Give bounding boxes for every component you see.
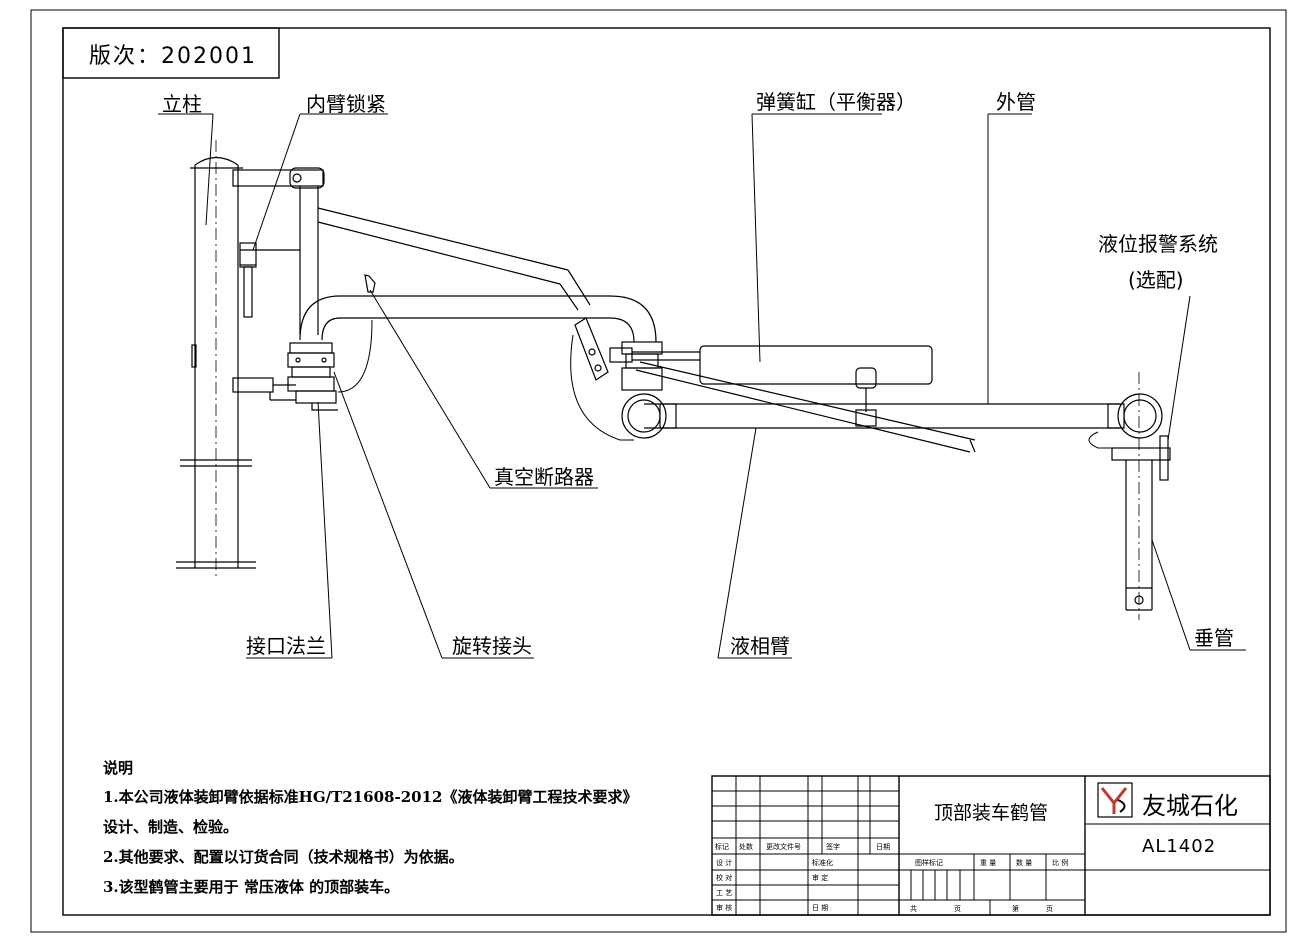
tb-total: 共	[910, 905, 917, 913]
notes-line-4: 3.该型鹤管主要用于 常压液体 的顶部装车。	[103, 878, 400, 896]
label-flange: 接口法兰	[246, 634, 326, 658]
tb-sheet: 第	[1012, 905, 1019, 913]
label-vacuum-breaker: 真空断路器	[494, 465, 594, 489]
tb-standardize: 标准化	[812, 859, 833, 867]
tb-process: 工 艺	[716, 889, 733, 897]
spring-cylinder-drawing	[609, 345, 976, 453]
label-swivel-joint: 旋转接头	[452, 634, 532, 658]
notes-title: 说明	[103, 759, 134, 777]
company-name: 友城石化	[1142, 792, 1238, 820]
tb-weight: 重 量	[980, 859, 997, 867]
label-drop-pipe: 垂管	[1194, 626, 1234, 650]
tb-change-doc: 更改文件号	[766, 843, 801, 851]
drop-pipe-drawing	[1111, 372, 1171, 620]
label-outer-pipe: 外管	[996, 90, 1036, 114]
tb-check: 校 对	[716, 874, 733, 882]
tb-page: 页	[954, 905, 961, 913]
tb-design: 设 计	[716, 859, 733, 867]
upper-strut	[317, 207, 591, 311]
company-logo	[1097, 782, 1133, 818]
outer-border	[30, 9, 1287, 933]
tb-stage-mark: 图样标记	[915, 859, 943, 867]
label-level-alarm: 液位报警系统	[1098, 232, 1218, 256]
tb-qty: 数 量	[1016, 859, 1033, 867]
title-block-grid	[711, 775, 1271, 916]
tb-mark: 标记	[715, 843, 729, 851]
label-inner-arm-lock: 内臂锁紧	[306, 92, 386, 116]
label-column: 立柱	[162, 92, 202, 116]
notes-line-3: 2.其他要求、配置以订货合同（技术规格书）为依据。	[103, 848, 464, 866]
inner-border	[62, 27, 1271, 916]
tb-sign: 签字	[826, 843, 840, 851]
tb-approve: 审 核	[716, 904, 733, 912]
version-label: 版次：202001	[89, 44, 257, 69]
drawing-title: 顶部装车鹤管	[934, 802, 1049, 824]
label-level-alarm-optional: (选配)	[1128, 268, 1184, 292]
leader-lines	[158, 113, 1246, 659]
inner-arm-pipe	[299, 274, 663, 393]
elbow-bracket	[570, 317, 634, 441]
column-drawing	[176, 140, 256, 580]
swivel-joint-drawing	[287, 342, 338, 411]
tb-review: 审 定	[812, 874, 829, 882]
notes-line-1: 1.本公司液体装卸臂依据标准HG/T21608-2012《液体装卸臂工程技术要求…	[103, 788, 638, 806]
tb-scale: 比 例	[1052, 859, 1069, 867]
tb-sheet-page: 页	[1046, 905, 1053, 913]
drawing-number: AL1402	[1142, 836, 1217, 857]
label-liquid-arm: 液相臂	[730, 634, 790, 658]
tb-date-head: 日期	[876, 843, 890, 851]
label-spring-cylinder: 弹簧缸（平衡器）	[756, 90, 916, 114]
inner-arm-lock-drawing	[232, 167, 325, 401]
notes-line-2: 设计、制造、检验。	[103, 818, 239, 836]
tb-date: 日 期	[812, 904, 829, 912]
liquid-arm-pipe	[621, 393, 1163, 449]
version-box	[62, 27, 280, 79]
tb-count: 处数	[739, 843, 753, 851]
